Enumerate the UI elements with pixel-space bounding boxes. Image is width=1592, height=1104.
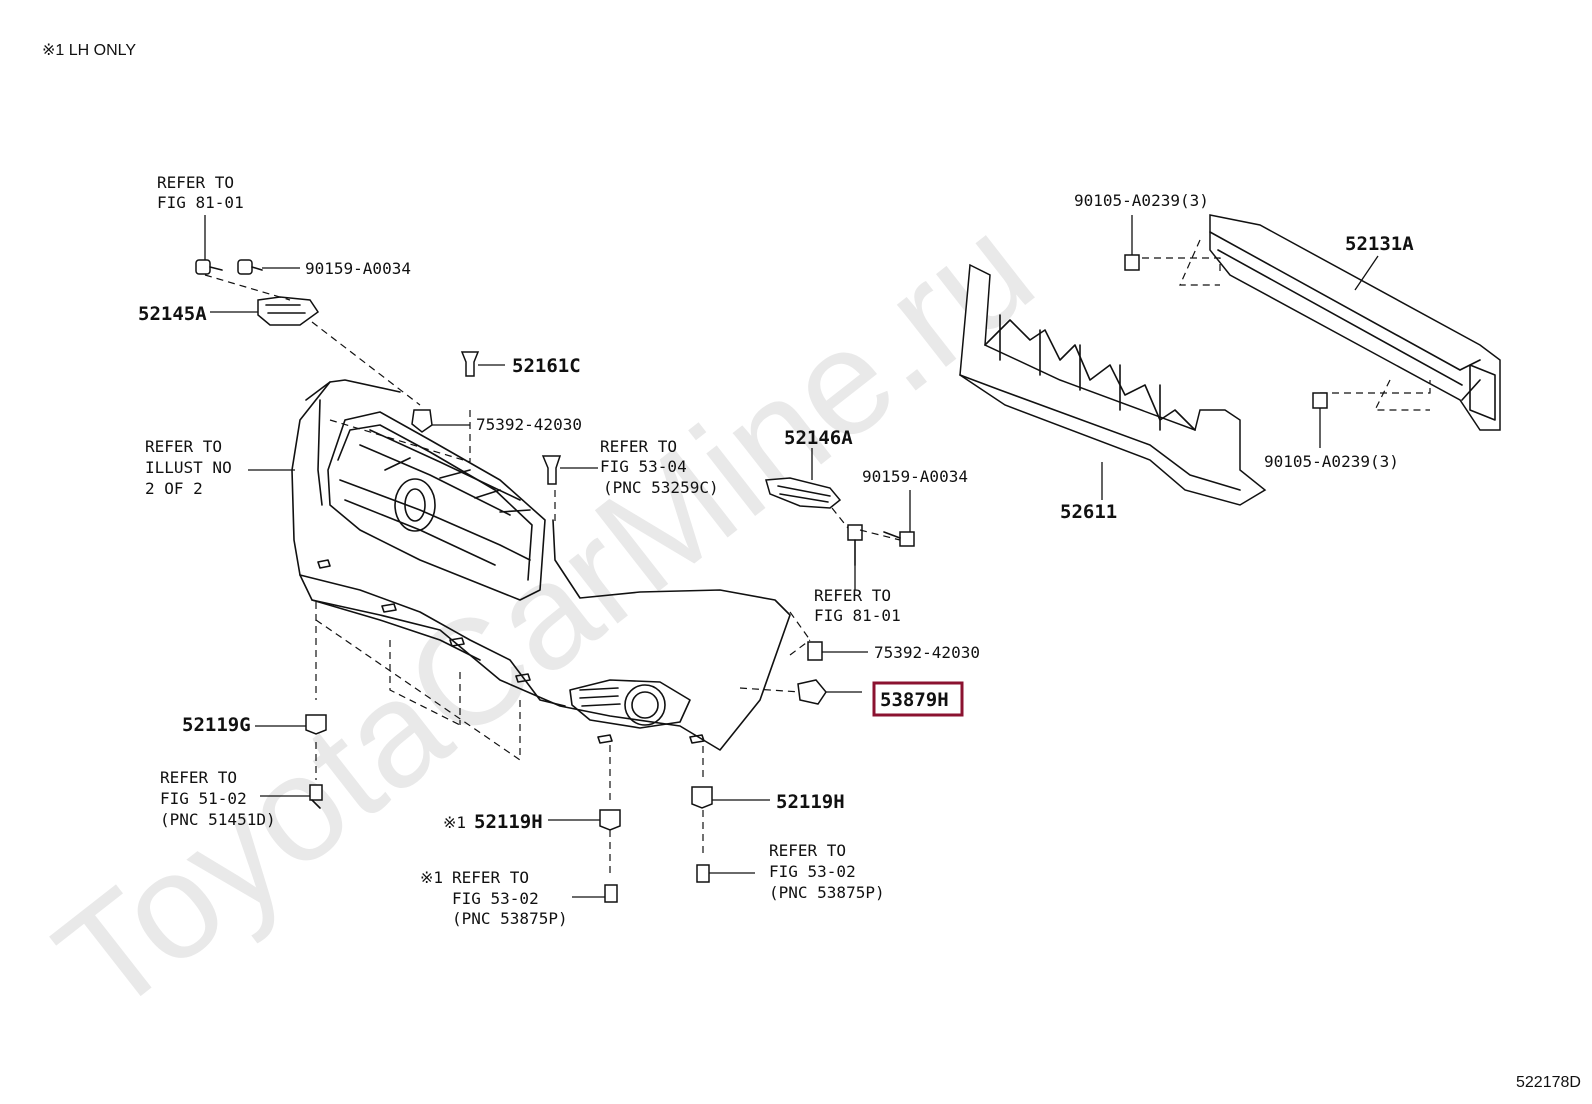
part-number-52119H-right[interactable]: 52119H (776, 791, 845, 813)
part-number-90105-a0239-top[interactable]: 90105-A0239(3) (1074, 191, 1209, 210)
highlight-box-53879H (872, 681, 964, 717)
refer-fig-81-01-top: REFER TO FIG 81-01 (157, 173, 244, 212)
reinforcement-52131A-drawing (1124, 214, 1501, 448)
part-number-52119H-center[interactable]: 52119H (474, 811, 543, 833)
header-note: ※1 LH ONLY (42, 42, 136, 59)
lh-only-mark-refer: ※1 (420, 868, 443, 887)
part-number-52145A[interactable]: 52145A (138, 303, 207, 325)
lh-only-mark-52119H: ※1 (443, 813, 466, 832)
refer-fig-53-04: REFER TO FIG 53-04 (PNC 53259C) (600, 437, 719, 497)
part-number-53879H[interactable]: 53879H (880, 689, 949, 711)
part-number-52146A[interactable]: 52146A (784, 427, 853, 449)
absorber-52611-drawing (959, 263, 1267, 506)
refer-illust-no-2-of-2: REFER TO ILLUST NO 2 OF 2 (145, 437, 241, 498)
refer-fig-51-02: REFER TO FIG 51-02 (PNC 51451D) (160, 768, 276, 829)
part-number-75392-42030-top[interactable]: 75392-42030 (476, 415, 582, 434)
refer-fig-53-02-left: REFER TO FIG 53-02 (PNC 53875P) (452, 868, 568, 928)
part-number-75392-42030-bottom[interactable]: 75392-42030 (874, 643, 980, 662)
illustration-id: 522178D (1516, 1074, 1581, 1091)
part-number-90159-a0034-right[interactable]: 90159-A0034 (862, 467, 968, 486)
refer-fig-53-02-right: REFER TO FIG 53-02 (PNC 53875P) (769, 841, 885, 902)
part-number-90105-a0239-bottom[interactable]: 90105-A0239(3) (1264, 452, 1399, 471)
part-number-52119G[interactable]: 52119G (182, 714, 251, 736)
part-number-52131A[interactable]: 52131A (1345, 233, 1414, 255)
part-number-52611[interactable]: 52611 (1060, 501, 1117, 523)
bumper-cover-drawing (291, 379, 811, 875)
callout-labels: REFER TO FIG 81-01 90159-A0034 52145A 52… (138, 173, 1414, 928)
retainer-52146A-drawing (765, 448, 915, 705)
refer-fig-81-01-mid: REFER TO FIG 81-01 (814, 586, 901, 625)
part-number-52161C[interactable]: 52161C (512, 355, 581, 377)
part-number-90159-a0034-top[interactable]: 90159-A0034 (305, 259, 411, 278)
upper-left-fasteners (195, 215, 562, 485)
lower-clips (255, 714, 770, 903)
